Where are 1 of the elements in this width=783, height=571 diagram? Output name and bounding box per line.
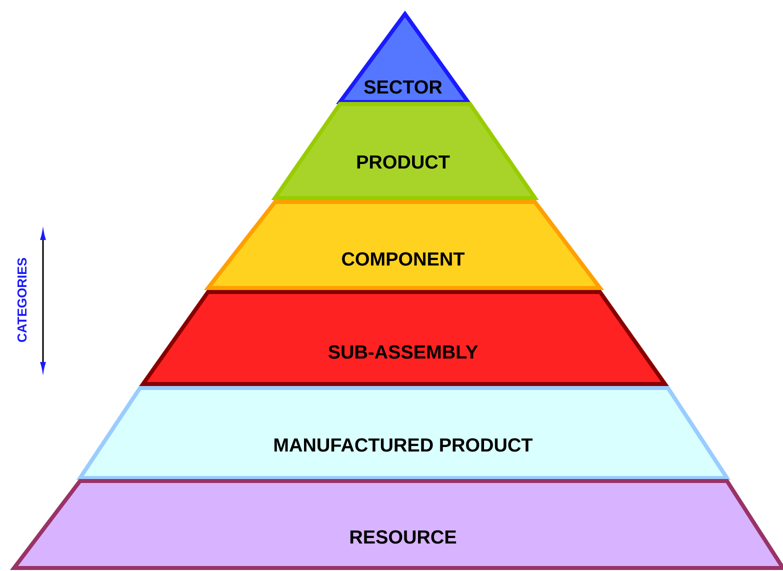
axis-label: CATEGORIES <box>17 258 27 342</box>
